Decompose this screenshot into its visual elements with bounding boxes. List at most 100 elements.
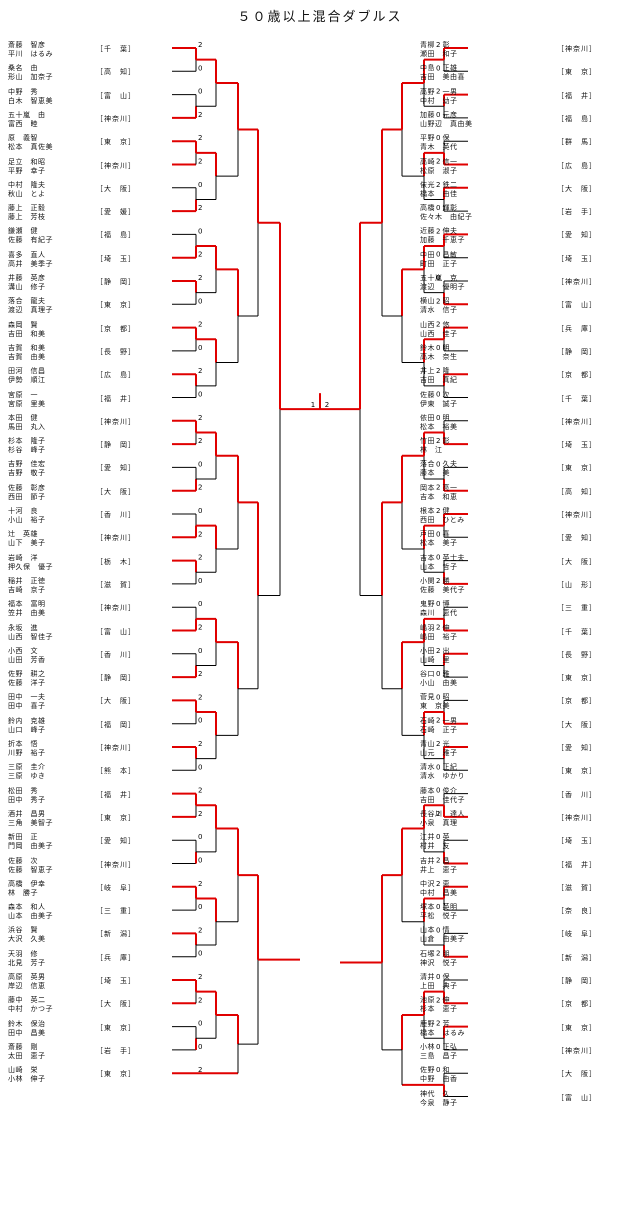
player-r-16-pref: ［千 葉］ — [557, 394, 597, 403]
player-l-42-pref: ［大 阪］ — [96, 1000, 136, 1009]
player-l-5-name1: 原 義智 — [8, 134, 38, 143]
player-r-44-name1: 小林 正弘 — [420, 1042, 458, 1051]
player-r-9-pref: ［愛 知］ — [557, 231, 597, 240]
player-r-7-name2: 橋本 由佳 — [420, 189, 458, 198]
player-l-29-pref: ［大 阪］ — [96, 697, 136, 706]
player-l-20-name2: 西田 節子 — [8, 492, 46, 501]
player-l-9-pref: ［福 島］ — [96, 231, 136, 240]
r1-score-r-12: 2 — [436, 297, 440, 305]
player-r-21-name1: 根本 健 — [420, 507, 450, 515]
player-r-33-name1: 藤本 俊介 — [420, 786, 458, 795]
player-l-4-pref: ［神奈川］ — [96, 114, 136, 123]
player-l-32-name2: 三原 ゆき — [8, 772, 46, 781]
player-l-21-name1: 十河 良 — [8, 507, 38, 515]
player-r-22-name1: 戸田 喜 — [420, 530, 450, 539]
r1-score-l-25: 0 — [198, 600, 202, 608]
player-l-14-name1: 吉賀 和美 — [8, 343, 46, 352]
page-title: ５０歳以上混合ダブルス — [237, 10, 403, 25]
r1-score-l-10: 2 — [198, 251, 202, 259]
player-r-20-name2: 吉本 和恵 — [420, 492, 458, 501]
player-r-46-pref: ［富 山］ — [557, 1093, 597, 1102]
player-r-2-name1: 中島 正雄 — [420, 64, 458, 73]
player-r-3-name2: 中村 幼子 — [420, 96, 458, 105]
player-l-16-name1: 宮原 一 — [8, 390, 38, 399]
player-l-12-name1: 落合 龍夫 — [8, 297, 46, 306]
r1-score-l-17: 2 — [198, 414, 202, 422]
player-r-7-name1: 依光 鉄二 — [420, 180, 458, 189]
player-r-17-pref: ［神奈川］ — [557, 417, 597, 426]
player-r-39-pref: ［岐 阜］ — [557, 930, 597, 939]
player-r-35-name2: 村井 友 — [420, 842, 450, 851]
r1-score-r-22: 0 — [436, 530, 440, 538]
player-r-21-pref: ［神奈川］ — [557, 511, 597, 519]
r1-score-r-20: 2 — [436, 484, 440, 492]
player-r-19-pref: ［東 京］ — [557, 464, 597, 473]
r1-score-r-37: 2 — [436, 880, 440, 888]
r1-score-r-26: 2 — [436, 624, 440, 632]
player-l-2-name1: 桑名 由 — [8, 64, 38, 73]
r1-score-l-37: 2 — [198, 880, 202, 888]
r1-score-r-36: 2 — [436, 857, 440, 865]
r1-score-l-30: 0 — [198, 717, 202, 725]
player-r-4-pref: ［福 島］ — [557, 114, 597, 123]
player-l-34-name2: 三角 美智子 — [8, 818, 53, 827]
player-l-31-name1: 折本 悟 — [8, 740, 38, 748]
player-l-11-pref: ［静 岡］ — [96, 278, 136, 286]
player-l-5-pref: ［東 京］ — [96, 138, 136, 147]
player-l-37-name2: 林 勝子 — [8, 888, 38, 897]
player-l-30-name1: 鈴内 克雄 — [8, 716, 46, 725]
player-r-8-pref: ［岩 手］ — [557, 208, 597, 217]
player-l-12-pref: ［東 京］ — [96, 301, 136, 310]
r1-score-r-30: 2 — [436, 717, 440, 725]
player-l-22-name1: 辻 英雄 — [8, 530, 38, 539]
player-r-41-name2: 上田 典子 — [420, 982, 458, 990]
player-l-33-name2: 田中 秀子 — [8, 795, 46, 804]
player-l-24-name1: 稲井 正徳 — [8, 576, 46, 585]
player-r-11-name1: 五十嵐 克 — [420, 274, 458, 282]
player-r-33-name2: 吉田 佳代子 — [420, 795, 465, 804]
r1-score-l-29: 2 — [198, 693, 202, 701]
r1-score-l-3: 0 — [198, 88, 202, 96]
player-l-39-name1: 浜谷 賢 — [8, 926, 38, 935]
player-r-43-pref: ［東 京］ — [557, 1023, 597, 1032]
r1-score-l-22: 2 — [198, 530, 202, 538]
player-r-30-name1: 石崎 一男 — [420, 716, 458, 725]
player-r-42-name1: 池原 伸 — [420, 996, 450, 1005]
player-r-29-name1: 菅見 昭 — [420, 693, 450, 702]
player-r-22-pref: ［愛 知］ — [557, 534, 597, 543]
player-l-23-name1: 岩崎 洋 — [8, 553, 38, 562]
player-l-15-name1: 田河 信昌 — [8, 367, 46, 376]
player-r-44-name2: 三島 昌子 — [420, 1051, 458, 1060]
player-l-41-pref: ［埼 玉］ — [96, 977, 136, 985]
player-l-17-pref: ［神奈川］ — [96, 417, 136, 426]
player-l-4-name2: 富西 睦 — [8, 119, 38, 128]
r1-score-l-41: 2 — [198, 973, 202, 981]
player-l-34-name1: 酒井 昌男 — [8, 809, 46, 818]
player-l-23-name2: 押久保 優子 — [8, 562, 53, 571]
player-l-13-name1: 森岡 賢 — [8, 320, 38, 329]
player-l-30-name2: 山口 峰子 — [8, 725, 46, 734]
player-l-28-name1: 佐野 耕之 — [8, 670, 46, 679]
player-r-34-name2: 小泉 真理 — [420, 818, 458, 827]
player-l-3-name1: 中野 秀 — [8, 87, 38, 96]
r1-score-l-44: 0 — [198, 1043, 202, 1051]
player-l-14-name2: 吉賀 由美 — [8, 352, 46, 361]
player-r-23-pref: ［大 阪］ — [557, 557, 597, 566]
player-r-17-name2: 松本 裕美 — [420, 422, 458, 431]
r1-score-l-39: 2 — [198, 926, 202, 934]
player-l-12-name2: 渡辺 真理子 — [8, 306, 53, 315]
player-r-1-name2: 瀬田 和子 — [420, 50, 458, 58]
r1-score-l-7: 0 — [198, 181, 202, 189]
player-r-20-name1: 岡本 亮一 — [420, 483, 458, 492]
player-l-20-name1: 佐藤 彰彦 — [8, 483, 46, 492]
player-l-45-name1: 山崎 栄 — [8, 1066, 38, 1075]
player-l-27-name1: 小西 文 — [8, 646, 38, 655]
r1-score-r-35: 0 — [436, 833, 440, 841]
r1-score-r-1: 2 — [436, 41, 440, 49]
r1-score-r-19: 0 — [436, 460, 440, 468]
player-r-14-pref: ［静 岡］ — [557, 347, 597, 356]
player-r-40-name1: 石塚 朋 — [420, 949, 450, 958]
player-r-15-name2: 吉田 真紀 — [420, 376, 458, 385]
player-l-20-pref: ［大 阪］ — [96, 487, 136, 496]
